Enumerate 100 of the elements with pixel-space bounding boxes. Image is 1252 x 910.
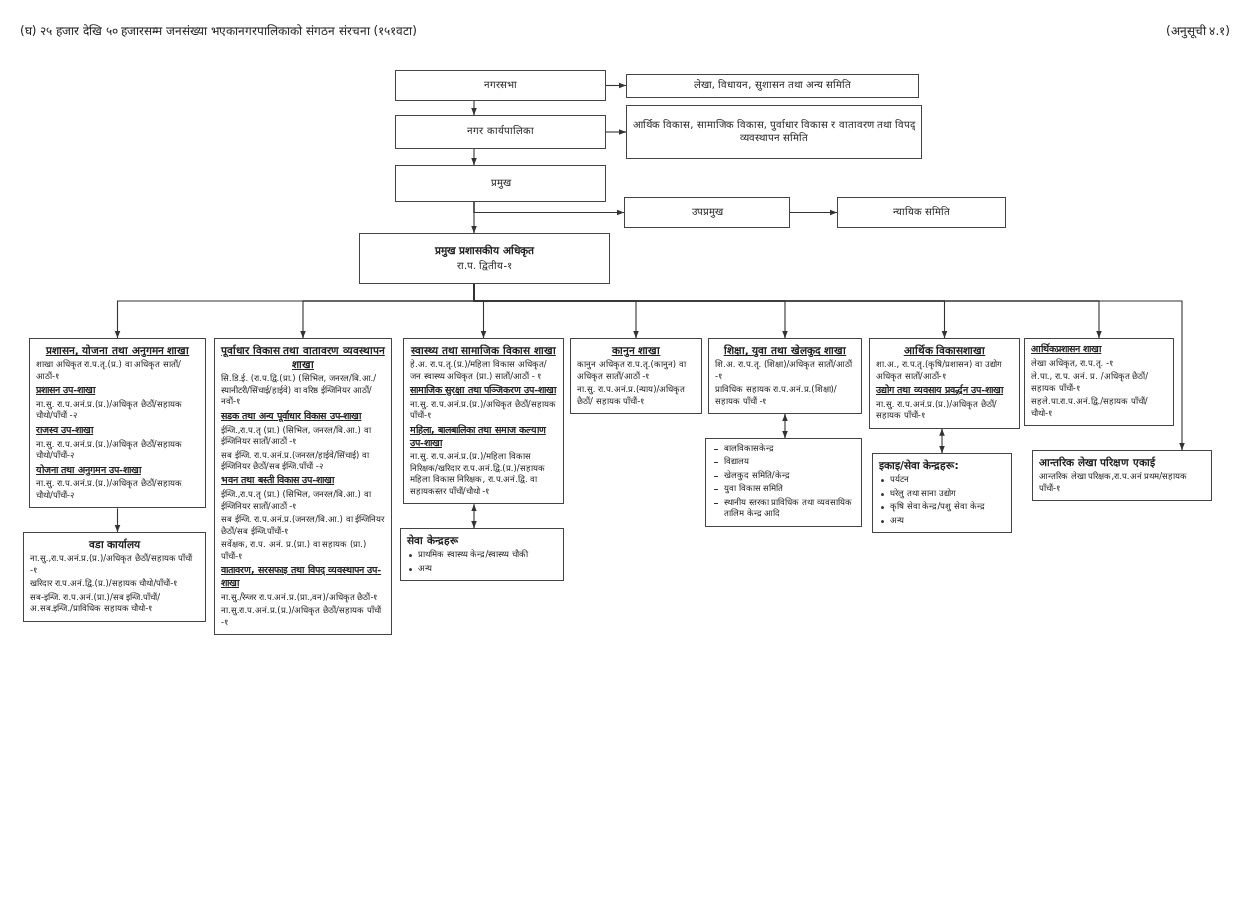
staff-text: रा.प. द्वितीय-१	[456, 258, 513, 273]
branch-box	[570, 338, 702, 415]
section-heading: पूर्वाधार विकास तथा वातावरण व्यवस्थापन शाखा	[221, 343, 385, 372]
staff-text: ना.सु. रा.प.अनं.प्र.(न्याय)/अधिकृत छैठौं/ सहायक पाँचौं-१	[577, 384, 687, 408]
arrow	[939, 428, 945, 454]
branch-box	[872, 453, 1012, 534]
staff-text: सहले.पा.रा.प.अनं.द्वि./सहायक पाँचौं/चौथो-१	[1031, 396, 1149, 420]
staff-text: प्राविधिक सहायक रा.प.अनं.प्र.(शिक्षा)/सहायक पाँचौं -१	[715, 384, 838, 408]
staff-text: शाखा अधिकृत रा.प.तृ.(प्र.) वा अधिकृत सातौं/आठौं-१	[36, 359, 182, 383]
staff-text: आन्तरिक लेखा परिक्षक,रा.प.अनं प्रथम/सहायक पाँचौं-१	[1039, 471, 1189, 495]
list-item: कृषि सेवा केन्द्र/पशु सेवा केन्द्र	[890, 501, 986, 513]
list-item: घरेलु तथा साना उद्योग	[890, 487, 958, 500]
staff-text: सब-इन्जि. रा.प.अनं.(प्रा.)/सब इन्जि.पाँचौं/अ.सब.इन्जि./प्राविधिक सहायक चौथो-१	[30, 591, 162, 615]
branch-box	[29, 338, 206, 509]
section-heading: वडा कार्यालय	[87, 537, 142, 552]
staff-text: ले.पा., रा.प. अनं. प्र. /अधिकृत छैठौं/ सहायक पाँचौं-१	[1031, 371, 1150, 395]
staff-text: कानुन अधिकृत रा.प.तृ.(कानुन) वा अधिकृत सातौं/आठौं -१	[577, 359, 687, 383]
arrow	[789, 209, 838, 216]
staff-text: प्रमुख	[490, 175, 511, 190]
branch-box	[705, 438, 862, 527]
staff-text: ईन्जि.,रा.प.तृ (प्रा.) (सिभिल, जनरल/बि.आ.) वा ईन्जिनियर सातौं/आठौं -१	[221, 424, 372, 448]
staff-text: ना.सु. रा.प.अनं.प्र.(प्र.)/अधिकृत छैठौं/सहायक पाँचौं-१	[876, 398, 998, 422]
list-item: विद्यालय	[724, 456, 750, 468]
branch-box	[403, 338, 564, 505]
arrow	[471, 503, 477, 529]
staff-text: ना.सु. रा.प.अनं.प्र.(प्र.)/अधिकृत छैठौं/सहायक चौथो/पाँचौं-२	[36, 478, 183, 502]
staff-text: ना.सु. रा.प.अनं.प्र.(प्र.)/अधिकृत छैठौं/सहायक चौथो/पाँचौं-२	[36, 438, 183, 462]
arrow	[782, 413, 788, 439]
staff-text: नगर कार्यपालिका	[467, 124, 534, 138]
section-heading: भवन तथा बस्ती विकास उप-शाखा	[221, 474, 336, 488]
annex-label: (अनुसूची ४.१)	[1166, 23, 1230, 39]
staff-text: ना.सु./रेन्जर रा.प.अनं.प्र.(प्रा.,वन)/अधिकृत छैठौं-१	[221, 591, 379, 604]
org-box	[395, 115, 606, 149]
section-heading: उद्योग तथा व्यवसाय प्रवर्द्धन उप-शाखा	[876, 384, 1005, 397]
staff-text: सब ईन्जि. रा.प.अनं.प्र.(जनरल/हाईवे/सिंचाई) वा ईन्जिनियर छैठौं/सब ईन्जि.पाँचौं -२	[221, 449, 370, 473]
branch-box	[23, 532, 206, 622]
arrow	[605, 129, 627, 135]
section-heading: सामाजिक सुरक्षा तथा पञ्जिकरण उप-शाखा	[410, 384, 557, 397]
staff-text: नगरसभा	[484, 77, 517, 92]
section-heading: शिक्षा, युवा तथा खेलकुद शाखा	[722, 343, 848, 358]
org-box	[837, 197, 1006, 228]
arrow	[471, 201, 477, 234]
staff-text: लेखा, विधायन, सुशासन तथा अन्य समिति	[693, 78, 852, 92]
list-item: युवा विकास समिति	[724, 483, 785, 495]
staff-text: आर्थिक विकास, सामाजिक विकास, पुर्वाधार विकास र वातावरण तथा विपद् व्यवस्थापन समिति	[633, 117, 915, 145]
branch-box	[869, 338, 1020, 429]
arrow	[605, 82, 627, 89]
list-item: पर्यटन	[890, 474, 910, 486]
staff-text: ना.सु.,रा.प.अनं.प्र.(प्र.)/अधिकृत छैठौं/सहायक पाँचौं -१	[30, 553, 194, 577]
staff-text: ना.सु. रा.प.अनं.प्र.(प्र.)/अधिकृत छैठौं/सहायक पाँचौं-१	[410, 398, 557, 422]
branch-box	[214, 338, 392, 636]
list-item: स्थानीय स्तरका प्राविधिक तथा व्यवसायिक तालिम केन्द्र आदि	[724, 496, 853, 520]
section-heading: सेवा केन्द्रहरू	[407, 533, 460, 548]
staff-text: शा.अ., रा.प.तृ.(कृषि/प्रशासन) वा उद्योग अधिकृत सातौं/आठौं-१	[876, 359, 1003, 383]
section-heading: प्रमुख प्रशासकीय अधिकृत	[434, 242, 535, 257]
section-heading: आन्तरिक लेखा परिक्षण एकाई	[1039, 455, 1157, 470]
section-heading: वातावरण, सरसफाइ तथा विपद् व्यवस्थापन उप-शाखा	[221, 564, 383, 590]
branch-box	[1024, 338, 1174, 427]
staff-text: ना.सु. रा.प.अनं.प्र.(प्र.)/अधिकृत छैठौं/सहायक चौथो/पाँचौं -२	[36, 398, 183, 422]
section-heading: स्वास्थ्य तथा सामाजिक विकास शाखा	[410, 343, 557, 358]
staff-text: खरिदार रा.प.अनं.द्वि.(प्र.)/सहायक चौथो/पाँचौं-१	[30, 578, 179, 590]
org-box	[395, 70, 606, 101]
section-heading: प्रशासन उप-शाखा	[36, 384, 97, 397]
list-item: बालविकासकेन्द्र	[724, 443, 775, 455]
staff-text: ना.सु.रा.प.अनं.प्र.(प्र.)/अधिकृत छैठौं/सहायक पाँचौं -१	[221, 605, 382, 629]
arrow	[471, 100, 477, 116]
chart-title: (घ) २५ हजार देखि ५० हजारसम्म जनसंख्या भएकानगरपालिकाको संगठन संरचना (१५१वटा)	[20, 23, 417, 39]
section-heading: इकाइ/सेवा केन्द्रहरू:	[879, 458, 960, 473]
staff-text: ना.सु. रा.प.अनं.प्र.(प्र.)/महिला विकास निरिक्षक/खरिदार रा.प.अनं.द्वि.(प्र.)/सहायक महिला विकास निरिक्षक, रा.प.अनं.द्वि. वा सहायकस्तर पाँचौं/चौथो -१	[410, 451, 546, 498]
section-heading: योजना तथा अनुगमन उप-शाखा	[36, 463, 143, 477]
list-item: अन्य	[890, 514, 905, 527]
staff-text: हे.अ. रा.प.तृ.(प्र.)/महिला विकास अधिकृत/जन स्वास्थ्य अधिकृत (प्रा.) सातौं/आठौं - १	[410, 359, 548, 383]
org-box	[395, 165, 606, 202]
org-box	[626, 105, 922, 159]
branch-box	[708, 338, 862, 415]
section-heading: राजस्व उप-शाखा	[36, 423, 95, 437]
section-heading: महिला, बालबालिका तथा समाज कल्याण उप-शाखा	[410, 423, 548, 450]
staff-text: न्यायिक समिति	[892, 204, 951, 219]
list-item: प्राथमिक स्वास्थ्य केन्द्र/स्वास्थ्य चौकी	[418, 549, 529, 561]
branch-box	[1032, 450, 1212, 502]
staff-text: शि.अ. रा.प.तृ. (शिक्षा)/अधिकृत सातौं/आठौं -१	[715, 359, 853, 383]
section-heading: सडक तथा अन्य पूर्वाधार विकास उप-शाखा	[221, 409, 363, 423]
staff-text: उपप्रमुख	[691, 204, 723, 219]
section-heading: प्रशासन, योजना तथा अनुगमन शाखा	[44, 343, 191, 358]
list-item: अन्य	[418, 562, 433, 575]
section-heading: आर्थिक विकासशाखा	[902, 343, 987, 358]
staff-text: सि.डि.ई. (रा.प.द्वि.(प्रा.) (सिभिल, जनरल/बि.आ./स्यानीटरी/सिंचाई/हाईवे) वा वरिष्ठ ईन्जिनियर आठौं/नवौं-१	[221, 373, 378, 408]
arrow	[114, 507, 121, 533]
staff-text: सर्वेक्षक, रा.प. अनं. प्र.(प्रा.) वा सहायक (प्रा.) पाँचौं-१	[221, 539, 368, 563]
section-heading: कानुन शाखा	[610, 343, 662, 358]
staff-text: सब ईन्जि. रा.प.अनं.प्र.(जनरल/बि.आ.) वा ईन्जिनियर छैठौं/सब ईन्जि.पाँचौं-१	[221, 514, 385, 538]
list-item: खेलकुद समिति/केन्द्र	[724, 469, 791, 482]
org-box	[359, 233, 610, 284]
staff-text: लेखा अधिकृत, रा.प.तृ. -१	[1031, 357, 1114, 370]
arrow	[471, 148, 477, 166]
branch-box	[400, 528, 564, 582]
section-heading: आर्थिकप्रशासन शाखा	[1031, 343, 1103, 356]
staff-text: ईन्जि.,रा.प.तृ (प्रा.) (सिभिल, जनरल/बि.आ.) वा ईन्जिनियर सातौं/आठौं -१	[221, 489, 372, 513]
org-box	[624, 197, 790, 228]
org-box	[626, 74, 919, 98]
